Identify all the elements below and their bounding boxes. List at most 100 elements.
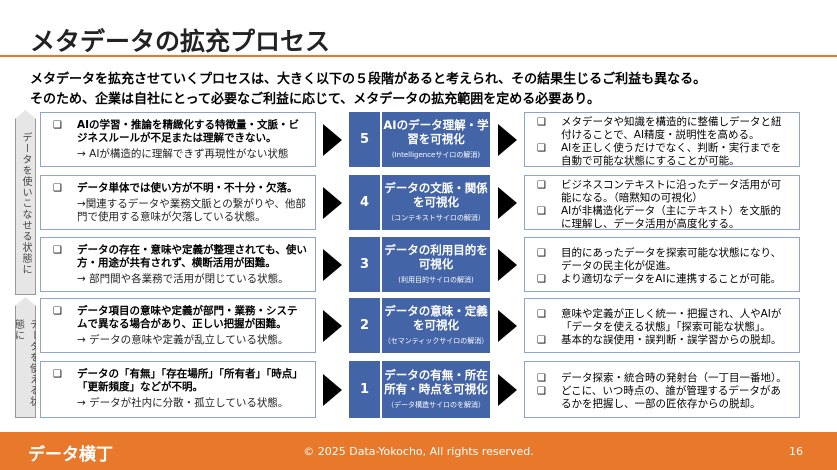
stage-title: データの意味・定義を可視化	[384, 303, 488, 332]
subtitle-line-1: メタデータを拡充させていくプロセスは、大きく以下の５段階があると考えられ、その結…	[30, 72, 707, 87]
stage-subtitle: (利用目的サイロの解消)	[398, 275, 474, 284]
benefit-item: ❑ データ探索・統合時の発射台（一丁目一番地）。	[537, 372, 791, 385]
benefit-text: 目的にあったデータを探索可能な状態になり、データの民主化が促進。	[561, 247, 782, 272]
benefit-text: データ探索・統合時の発射台（一丁目一番地）。	[561, 372, 787, 384]
side-label-upper: データを使いこなせる状態に	[20, 132, 31, 275]
checkbox-icon: ❑	[537, 205, 546, 217]
benefit-text: AIを正しく使うだけでなく、判断・実行までを自動で可能な状態にすることが可能。	[561, 141, 782, 167]
problem-text: データの存在・意味や定義が整理されても、使い方・用途が共有されず、横断活用が困難…	[77, 244, 307, 269]
stage-box: データの利用目的を可視化 (利用目的サイロの解消)	[382, 237, 490, 292]
subtitle-line-2: そのため、企業は自社にとって必要なご利益に応じて、メタデータの拡充範囲を定める必…	[30, 92, 601, 107]
checkbox-icon: ❑	[537, 116, 546, 128]
side-arrow-upper: データを使いこなせる状態に	[15, 110, 36, 295]
checkbox-icon: ❑	[53, 306, 62, 317]
benefit-text: より適切なデータをAIに連携することが可能。	[561, 273, 782, 285]
level-number: 2	[349, 298, 380, 353]
checkbox-icon: ❑	[537, 373, 546, 384]
arrow-right-icon	[323, 373, 342, 406]
problem-box: ❑データ項目の意味や定義が部門・業務・システムで異なる場合があり、正しい把握が困…	[40, 298, 316, 353]
level-number: 4	[349, 175, 380, 230]
process-row: ❑データ項目の意味や定義が部門・業務・システムで異なる場合があり、正しい把握が困…	[0, 298, 837, 353]
benefit-text: どこに、いつ時点の、誰が管理するデータがあるかを把握し、一部の匠依存からの脱却。	[561, 385, 781, 410]
arrow-right-icon	[498, 309, 517, 342]
checkbox-icon: ❑	[537, 386, 546, 397]
side-arrow-lower: データを使える状態に	[15, 297, 36, 418]
checkbox-icon: ❑	[537, 179, 546, 191]
problem-note: → データが社内に分散・孤立している状態。	[77, 397, 289, 409]
process-row: ❑ AIの学習・推論を精緻化する特徴量・文脈・ビジネスルールが不足または理解できな…	[0, 112, 837, 167]
logo: データ横丁	[28, 445, 113, 465]
arrow-right-icon	[323, 123, 342, 156]
page-title: メタデータの拡充プロセス	[30, 27, 331, 56]
footer: データ横丁 © 2025 Data-Yokocho, All rights re…	[0, 432, 837, 470]
process-row: ❑ データの「有無」「存在場所」「所有者」「時点」「更新頻度」などが不明。 → デ…	[0, 361, 837, 418]
stage-subtitle: （データ構造サイロのを解消）	[387, 400, 485, 409]
arrow-right-icon	[498, 123, 517, 156]
benefit-item: ❑ 意味や定義が正しく統一・把握され、人やAIが「データを使える状態」「探索可能な…	[537, 308, 791, 334]
problem-box: ❑データの「有無」「存在場所」「所有者」「時点」「更新頻度」などが不明。 → デ…	[40, 361, 316, 418]
arrow-right-icon	[323, 186, 342, 219]
benefit-item: ❑ 目的にあったデータを探索可能な状態になり、データの民主化が促進。	[537, 247, 791, 273]
page-number: 16	[789, 445, 803, 458]
benefit-text: 基本的な誤使用・誤判断・誤学習からの脱却。	[561, 334, 782, 346]
benefit-item: ❑ どこに、いつ時点の、誰が管理するデータがあるかを把握し、一部の匠依存からの脱却…	[537, 385, 791, 411]
stage-subtitle: （セマンティックサイロの解消）	[383, 336, 489, 345]
checkbox-icon: ❑	[53, 245, 62, 256]
checkbox-icon: ❑	[537, 142, 546, 154]
arrow-right-icon	[498, 186, 517, 219]
stage-box: データの文脈・関係を可視化 （コンテキストサイロの解消）	[382, 175, 490, 230]
benefit-item: ❑ メタデータや知識を構造的に整備しデータと紐付けることで、AI精度・説明性を高め…	[537, 116, 791, 142]
copyright: © 2025 Data-Yokocho, All rights reserved…	[303, 445, 534, 458]
level-number: 1	[349, 361, 380, 418]
problem-note: → AIが構造的に理解できず再現性がない状態	[77, 148, 289, 160]
arrow-right-icon	[323, 309, 342, 342]
problem-box: ❑ データ単体では使い方が不明・不十分・欠落。 →関連するデータや業務文脈との繋が…	[40, 175, 316, 230]
side-label-lower: データを使える状態に	[12, 319, 39, 407]
benefit-text: メタデータや知識を構造的に整備しデータと紐付けることで、AI精度・説明性を高める…	[561, 115, 782, 141]
checkbox-icon: ❑	[537, 274, 546, 285]
checkbox-icon: ❑	[53, 183, 62, 194]
level-number: 3	[349, 237, 380, 292]
checkbox-icon: ❑	[537, 335, 546, 346]
checkbox-icon: ❑	[53, 120, 62, 131]
benefit-box: ❑ メタデータや知識を構造的に整備しデータと紐付けることで、AI精度・説明性を高め…	[524, 112, 800, 167]
stage-title: データの文脈・関係を可視化	[384, 180, 488, 209]
stage-box: AIのデータ理解・学習を可視化 (Intelligenceサイロの解消)	[382, 112, 490, 167]
benefit-box: ❑ データ探索・統合時の発射台（一丁目一番地）。 ❑ どこに、いつ時点の、誰が管理する…	[524, 361, 800, 418]
stage-box: データの有無・所在所有・時点を可視化 （データ構造サイロのを解消）	[382, 361, 490, 418]
arrow-right-icon	[323, 248, 342, 281]
problem-text: AIの学習・推論を精緻化する特徴量・文脈・ビジネスルールが不足または理解できない…	[77, 119, 300, 144]
problem-box: ❑ AIの学習・推論を精緻化する特徴量・文脈・ビジネスルールが不足または理解できな…	[40, 112, 316, 167]
arrow-right-icon	[498, 373, 517, 406]
problem-text: データの「有無」「存在場所」「所有者」「時点」「更新頻度」などが不明。	[77, 368, 303, 393]
stage-subtitle: （コンテキストサイロの解消）	[387, 213, 485, 222]
benefit-text: 意味や定義が正しく統一・把握され、人やAIが「データを使える状態」「探索可能な状…	[561, 308, 782, 333]
problem-note: →関連するデータや業務文脈との繋がりや、他部門で使用する意味が欠落している状態。	[77, 198, 306, 223]
problem-note: → 部門間や各業務で活用が閉じている状態。	[77, 273, 289, 285]
benefit-text: AIが非構造化データ（主にテキスト）を文脈的に理解し、データ活用が高度化する。	[561, 204, 781, 230]
process-row: ❑ データの存在・意味や定義が整理されても、使い方・用途が共有されず、横断活用が困…	[0, 237, 837, 292]
stage-subtitle: (Intelligenceサイロの解消)	[391, 150, 481, 159]
title-rule	[0, 55, 837, 57]
problem-note: → データの意味や定義が乱立している状態。	[77, 334, 289, 346]
benefit-item: ❑ AIが非構造化データ（主にテキスト）を文脈的に理解し、データ活用が高度化する。	[537, 205, 791, 231]
stage-title: AIのデータ理解・学習を可視化	[383, 117, 489, 146]
problem-text: データ単体では使い方が不明・不十分・欠落。	[77, 182, 298, 194]
benefit-item: ❑ ビジネスコンテキストに沿ったデータ活用が可能になる。（暗黙知の可視化）	[537, 179, 791, 205]
benefit-item: ❑ より適切なデータをAIに連携することが可能。	[537, 273, 791, 286]
stage-title: データの利用目的を可視化	[384, 242, 488, 271]
benefit-box: ❑ 目的にあったデータを探索可能な状態になり、データの民主化が促進。 ❑ より適切なデ…	[524, 237, 800, 292]
process-row: ❑ データ単体では使い方が不明・不十分・欠落。 →関連するデータや業務文脈との繋が…	[0, 175, 837, 230]
benefit-box: ❑ ビジネスコンテキストに沿ったデータ活用が可能になる。（暗黙知の可視化） ❑ AIが…	[524, 175, 800, 230]
stage-title: データの有無・所在所有・時点を可視化	[384, 367, 488, 396]
benefit-box: ❑ 意味や定義が正しく統一・把握され、人やAIが「データを使える状態」「探索可能な…	[524, 298, 800, 353]
benefit-item: ❑ 基本的な誤使用・誤判断・誤学習からの脱却。	[537, 334, 791, 347]
benefit-text: ビジネスコンテキストに沿ったデータ活用が可能になる。（暗黙知の可視化）	[561, 178, 782, 204]
benefit-item: ❑ AIを正しく使うだけでなく、判断・実行までを自動で可能な状態にすることが可能。	[537, 142, 791, 168]
stage-box: データの意味・定義を可視化 （セマンティックサイロの解消）	[382, 298, 490, 353]
problem-box: ❑ データの存在・意味や定義が整理されても、使い方・用途が共有されず、横断活用が困…	[40, 237, 316, 292]
checkbox-icon: ❑	[537, 248, 546, 259]
checkbox-icon: ❑	[537, 309, 546, 320]
arrow-right-icon	[498, 248, 517, 281]
level-number: 5	[349, 112, 380, 167]
